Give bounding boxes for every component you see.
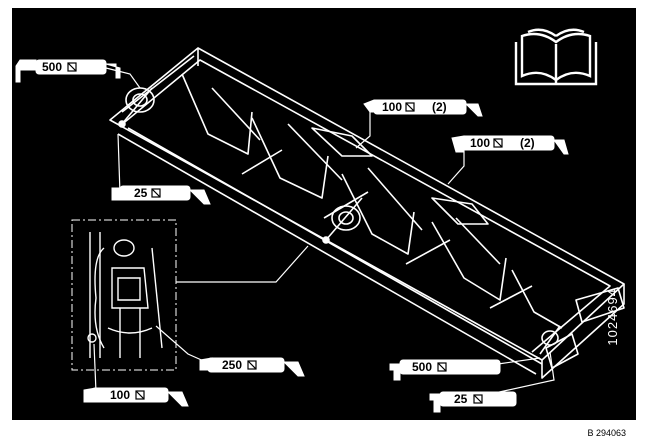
callout-qty-center-top: (2) — [432, 100, 447, 114]
callout-qty-right-top: (2) — [520, 136, 535, 150]
callout-500-bottom-right: 500 — [412, 360, 432, 374]
callout-100-detail-bottom: 100 — [110, 388, 130, 402]
grease-fitting-icon — [67, 62, 503, 404]
callout-250-detail: 250 — [222, 358, 242, 372]
document-id: 1024694 — [605, 288, 620, 346]
callout-500-top-left: 500 — [42, 60, 62, 74]
callout-tags — [15, 59, 569, 413]
callout-25-bottom-right: 25 — [454, 392, 468, 406]
manual-book-icon — [514, 28, 598, 86]
callout-100-right-top: 100 — [470, 136, 490, 150]
left-pivot — [118, 87, 155, 128]
diagram-panel: 500 100 (2) 100 (2) 25 250 500 100 25 — [12, 8, 636, 420]
figure-reference: B 294063 — [587, 428, 626, 438]
callout-25-left-mid: 25 — [134, 186, 148, 200]
header-frame — [109, 47, 625, 379]
center-pivot — [322, 197, 363, 244]
right-pivot — [539, 325, 561, 355]
lubrication-diagram: 500 100 (2) 100 (2) 25 250 500 100 25 — [15, 28, 625, 413]
detail-inset — [71, 219, 177, 371]
callout-100-center-top: 100 — [382, 100, 402, 114]
